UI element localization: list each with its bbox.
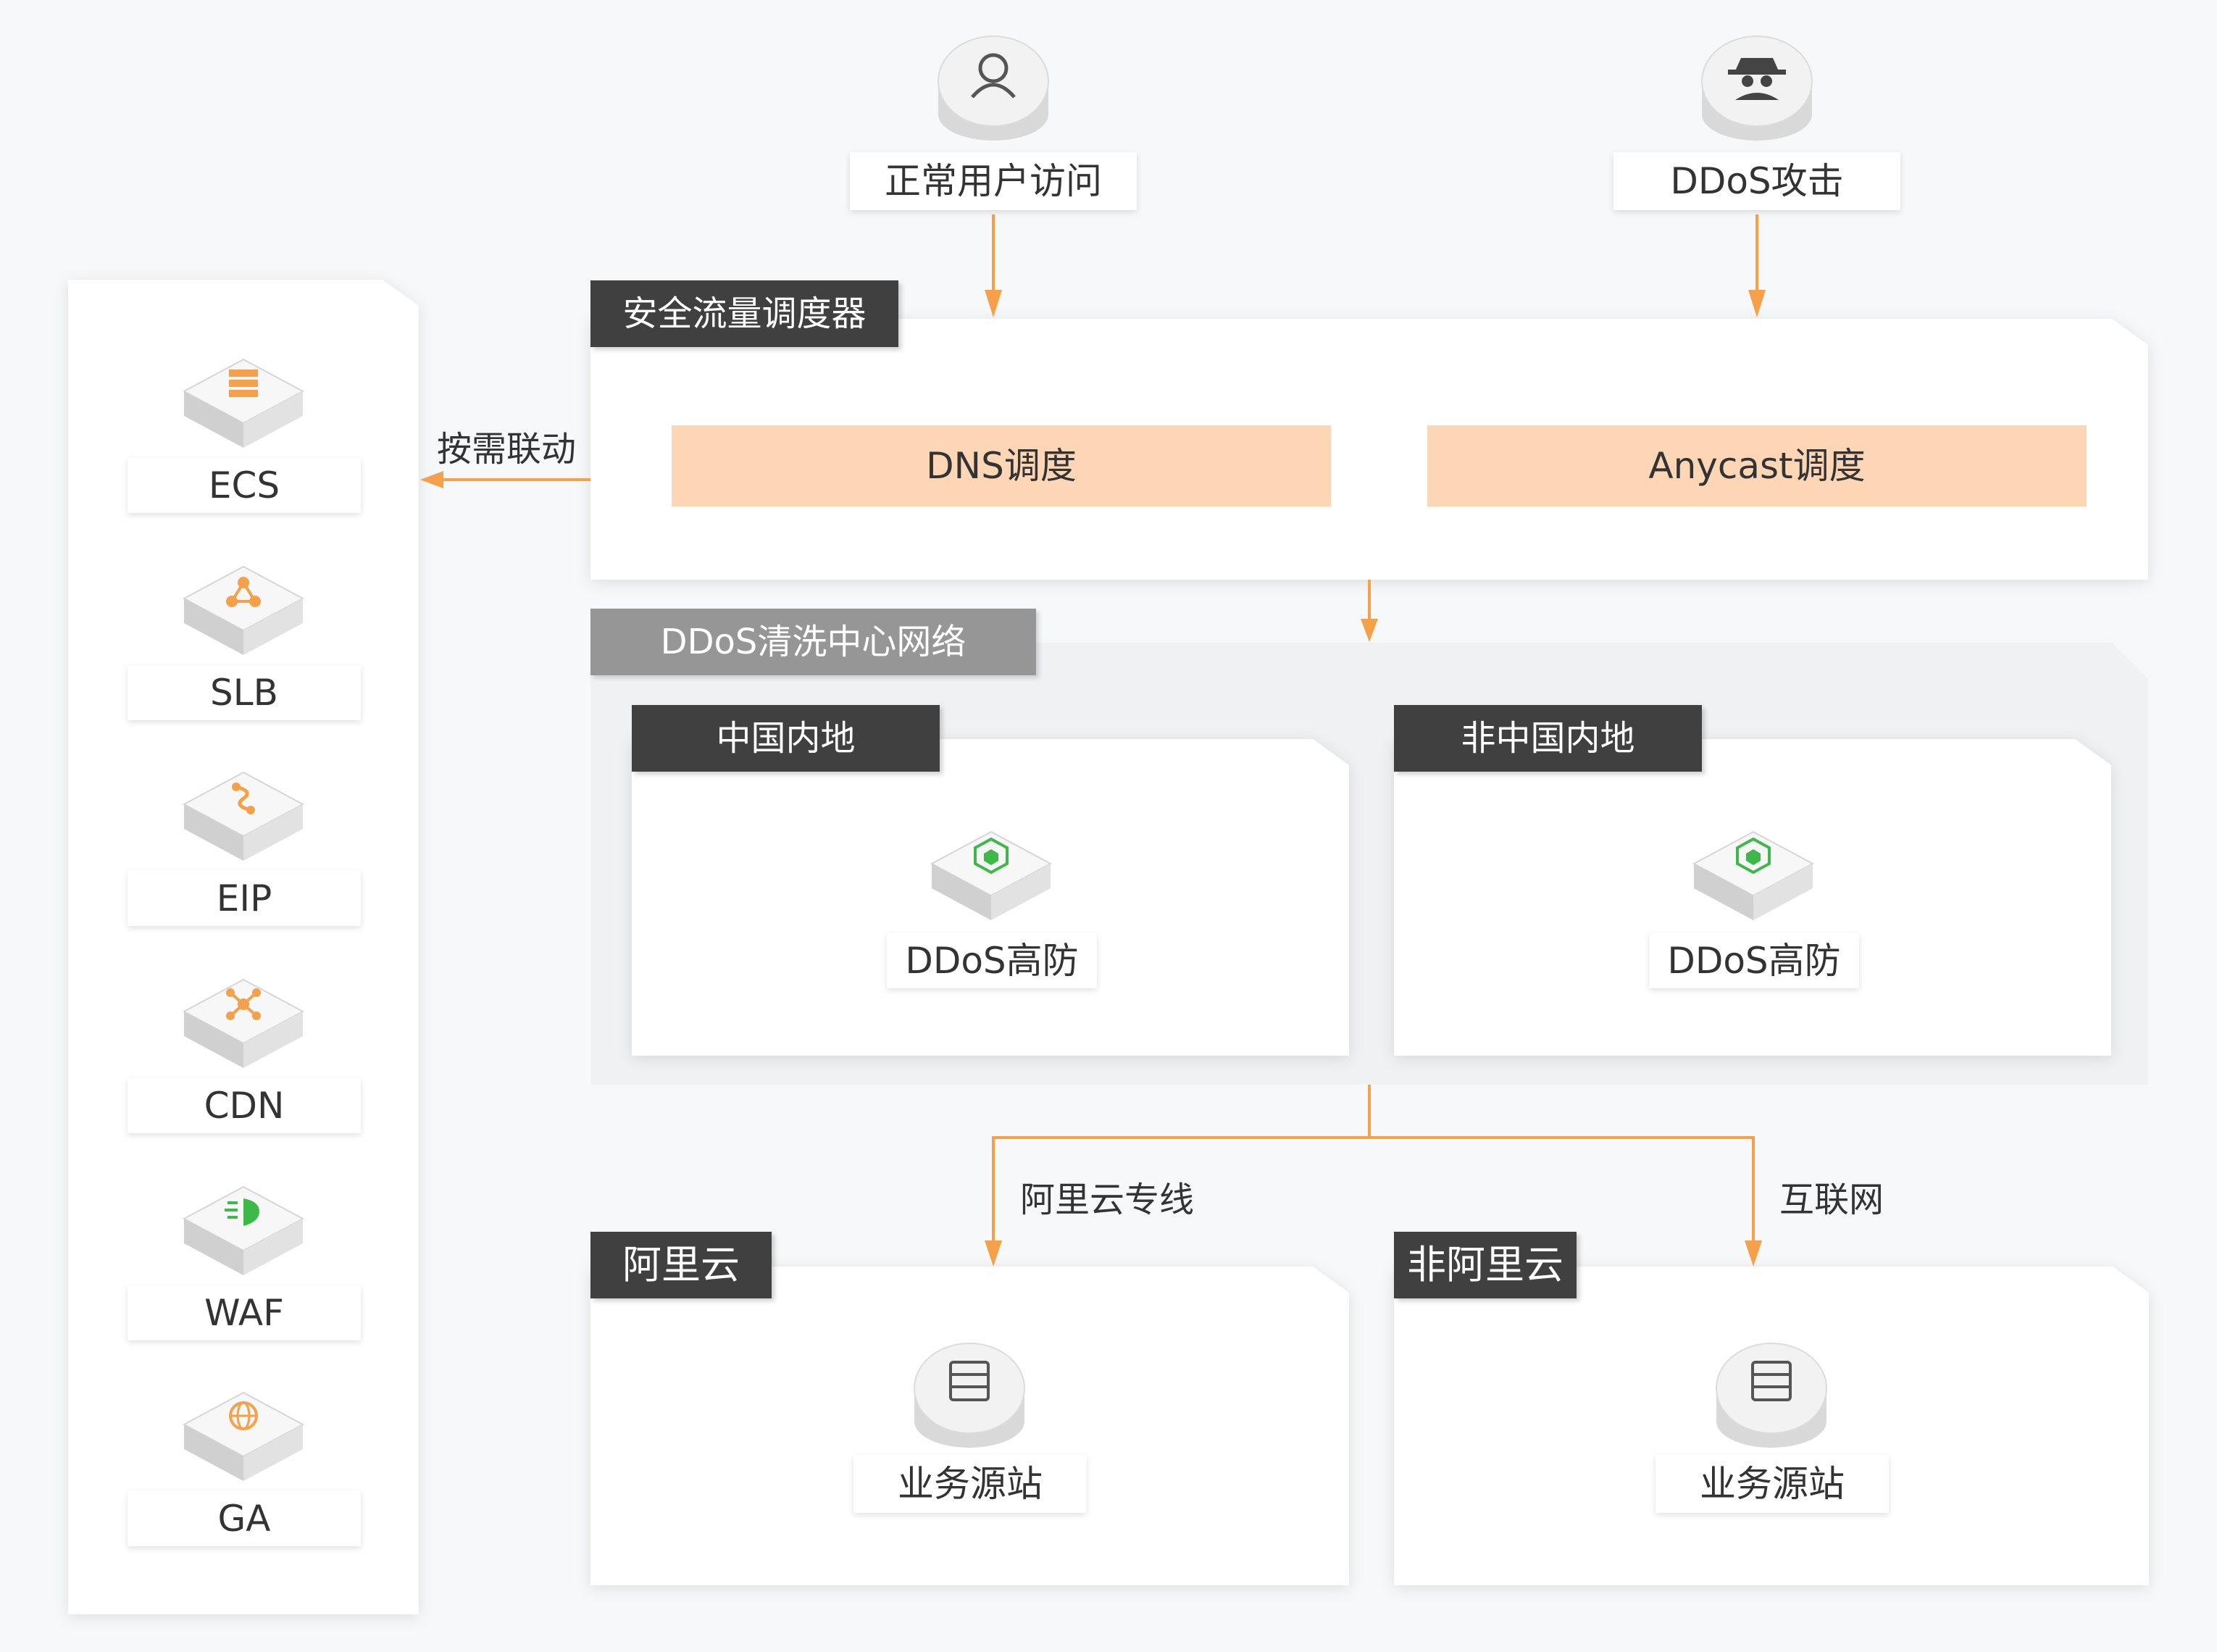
non-mainland-ddos-label: DDoS高防 xyxy=(1649,933,1859,988)
attack-arrowhead xyxy=(1748,290,1766,317)
non-aliyun-title: 非阿里云 xyxy=(1394,1232,1577,1298)
mainland-title: 中国内地 xyxy=(632,705,940,772)
non-aliyun-server-icon xyxy=(1716,1343,1827,1448)
aliyun-arrowhead xyxy=(985,1240,1002,1267)
aliyun-server-icon xyxy=(914,1343,1025,1448)
waf-icon xyxy=(182,1185,305,1275)
cleaning-center-title: DDoS清洗中心网络 xyxy=(590,609,1036,675)
scheduler-title: 安全流量调度器 xyxy=(590,280,898,347)
ga-icon xyxy=(182,1391,305,1481)
dns-scheduling: DNS调度 xyxy=(672,425,1331,506)
user-icon xyxy=(938,36,1049,141)
hacker-icon xyxy=(1701,36,1813,141)
internet-label: 互联网 xyxy=(1779,1180,1884,1220)
product-label-eip: EIP xyxy=(128,871,361,926)
eip-icon xyxy=(182,771,305,861)
anycast-scheduling: Anycast调度 xyxy=(1427,425,2087,506)
ddos-attack-label: DDoS攻击 xyxy=(1613,152,1900,210)
cleaning-arrowhead xyxy=(1361,619,1378,642)
ddos-mainland-icon xyxy=(930,830,1053,920)
aliyun-title: 阿里云 xyxy=(590,1232,772,1298)
product-label-cdn: CDN xyxy=(128,1078,361,1133)
linkage-arrowhead xyxy=(420,471,443,488)
non-mainland-title: 非中国内地 xyxy=(1394,705,1702,772)
cdn-icon xyxy=(182,978,305,1068)
slb-icon xyxy=(182,565,305,655)
product-label-ga: GA xyxy=(128,1491,361,1546)
non-aliyun-arrowhead xyxy=(1745,1240,1762,1267)
non-aliyun-origin-label: 业务源站 xyxy=(1656,1455,1889,1513)
ddos-non-mainland-icon xyxy=(1692,830,1815,920)
user-arrowhead xyxy=(985,290,1002,317)
dedicated-line-label: 阿里云专线 xyxy=(1020,1180,1195,1220)
normal-user-label: 正常用户访问 xyxy=(850,152,1137,210)
product-label-waf: WAF xyxy=(128,1285,361,1340)
mainland-ddos-label: DDoS高防 xyxy=(887,933,1097,988)
product-label-ecs: ECS xyxy=(128,458,361,513)
linkage-label: 按需联动 xyxy=(437,429,577,470)
ecs-icon xyxy=(182,358,305,448)
split-line xyxy=(992,1136,1755,1261)
product-label-slb: SLB xyxy=(128,665,361,720)
aliyun-origin-label: 业务源站 xyxy=(853,1455,1087,1513)
